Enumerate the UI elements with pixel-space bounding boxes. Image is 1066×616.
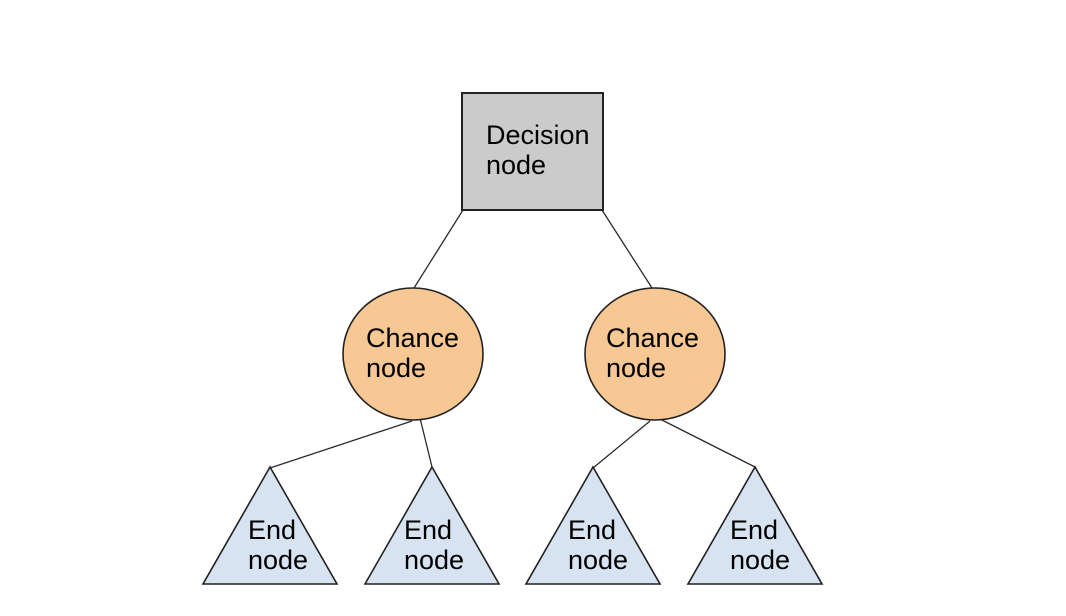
chance-node-right-label: Chance node — [606, 323, 700, 383]
chance-node-left-shape — [342, 287, 484, 421]
end-node-2-label: End node — [404, 515, 465, 575]
end-node-4-label: End node — [730, 515, 791, 575]
edge-chance-left-to-end-2 — [419, 417, 433, 468]
end-node-1-label: End node — [248, 515, 309, 575]
decision-node-shape — [461, 92, 604, 211]
chance-node-left-label: Chance node — [366, 323, 460, 383]
chance-node-right-shape — [584, 287, 726, 421]
edge-chance-left-to-end-1 — [269, 420, 413, 469]
edge-decision-to-chance-left — [413, 209, 464, 289]
end-node-4-shape — [686, 465, 824, 585]
edge-chance-right-to-end-3 — [592, 420, 651, 469]
end-node-1-shape — [201, 465, 339, 585]
decision-node-label: Decision node — [486, 120, 590, 180]
end-node-2-shape — [363, 465, 501, 585]
end-node-3-label: End node — [568, 515, 629, 575]
edge-chance-right-to-end-4 — [657, 417, 756, 468]
edge-decision-to-chance-right — [601, 209, 653, 289]
end-node-3-shape — [524, 465, 662, 585]
